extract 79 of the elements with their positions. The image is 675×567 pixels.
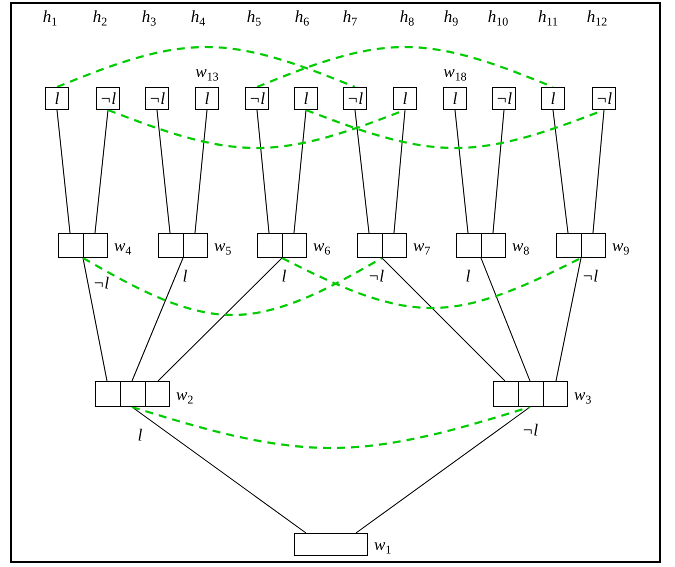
column-label: h$_{5}$: [246, 8, 262, 28]
dashed-curve: [256, 46, 554, 88]
cell-box: [58, 233, 108, 258]
connector-line: [256, 110, 270, 234]
connector-line: [294, 110, 306, 234]
literal-box: l: [393, 87, 417, 110]
column-label: h$_{9}$: [444, 8, 458, 28]
literal-box: l: [541, 87, 565, 110]
connector-line: [382, 258, 506, 382]
edge-label: ¬l: [582, 268, 598, 284]
dashed-curve: [82, 257, 383, 316]
connector-line: [94, 110, 108, 234]
node-label: w$_{5}$: [214, 237, 232, 258]
connector-line: [552, 110, 568, 234]
edge-label: ¬l: [522, 422, 538, 438]
edge-label: l: [182, 268, 188, 284]
cell-box: [493, 381, 568, 407]
literal-box: l: [45, 87, 69, 110]
cell-box: [257, 233, 307, 258]
cell-box: [556, 233, 606, 258]
literal-box: l: [195, 87, 219, 110]
cell-box: [456, 233, 506, 258]
edge-label: l: [466, 268, 470, 284]
dashed-curve: [108, 108, 406, 150]
column-label: h$_{6}$: [294, 8, 310, 28]
connector-line: [592, 110, 604, 234]
literal-box: ¬l: [145, 87, 169, 110]
node-label: w$_{6}$: [313, 237, 330, 258]
column-label: h$_{8}$: [400, 8, 414, 28]
node-label: w$_{8}$: [512, 237, 530, 258]
connector-line: [454, 110, 468, 234]
node-label: w$_{7}$: [413, 237, 430, 258]
node-label: w$_{2}$: [176, 386, 194, 406]
dashed-curve: [132, 406, 530, 450]
literal-box: ¬l: [492, 87, 516, 110]
edge-label: l: [138, 426, 142, 444]
dashed-curve: [56, 46, 356, 88]
connector-line: [394, 110, 406, 234]
edge-label: ¬l: [368, 268, 384, 284]
connector-line: [480, 258, 530, 382]
connector-line: [132, 406, 306, 534]
cell-box: [294, 533, 368, 556]
node-label: w$_{4}$: [114, 237, 132, 258]
column-label: h$_{12}$: [586, 8, 608, 28]
column-label: h$_{3}$: [142, 8, 156, 28]
literal-box: l: [294, 87, 318, 110]
dashed-curve: [282, 257, 582, 310]
node-label: w$_{3}$: [574, 386, 592, 406]
connector-line: [556, 258, 582, 382]
edge-label: ¬l: [92, 274, 110, 292]
column-label: h$_{2}$: [92, 8, 108, 28]
edge-label: l: [282, 268, 286, 284]
column-label: h$_{4}$: [190, 8, 206, 28]
literal-box: l: [443, 87, 467, 110]
connector-line: [194, 110, 208, 234]
column-label: h$_{10}$: [488, 8, 508, 28]
literal-box: ¬l: [245, 87, 269, 110]
connector-line: [492, 110, 504, 234]
column-label: h$_{1}$: [42, 8, 58, 28]
connector-line: [132, 258, 184, 382]
node-label: w$_{13}$: [195, 63, 219, 84]
column-label: h$_{7}$: [342, 8, 358, 28]
cell-box: [95, 381, 170, 407]
node-label: w$_{18}$: [443, 63, 467, 84]
cell-box: [357, 233, 407, 258]
column-label: h$_{11}$: [538, 8, 558, 28]
connector-line: [354, 110, 370, 234]
literal-box: ¬l: [343, 87, 367, 110]
connector-line: [158, 258, 282, 382]
node-label: w$_{9}$: [612, 237, 630, 258]
literal-box: ¬l: [592, 87, 616, 110]
connector-line: [56, 110, 70, 234]
connector-line: [82, 258, 108, 382]
connector-line: [356, 406, 530, 534]
node-label: w$_{1}$: [374, 536, 392, 557]
dashed-curve: [306, 108, 604, 150]
cell-box: [158, 233, 208, 258]
connector-line: [156, 110, 170, 234]
literal-box: ¬l: [96, 87, 120, 110]
